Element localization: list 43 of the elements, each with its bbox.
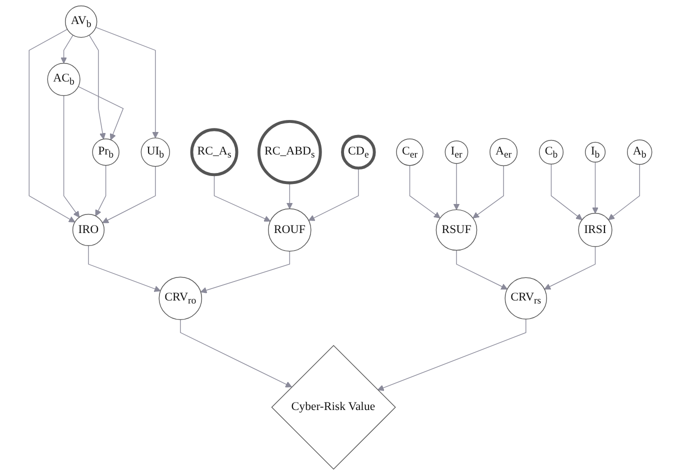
node-circle: Pr$_{b}$ — [92, 138, 120, 166]
arrow — [95, 165, 106, 216]
node-circle: RC_A$_{s}$ — [190, 128, 238, 176]
arrow — [95, 26, 159, 138]
node-circle: CD$_{e}$ — [341, 134, 376, 170]
arrow — [550, 164, 582, 220]
arrow — [180, 319, 292, 388]
arrow — [88, 245, 161, 292]
arrow — [308, 168, 359, 221]
node-circle: ROUF — [268, 208, 312, 252]
arrow — [102, 166, 156, 224]
node-circle: CRV$_{ro}$ — [158, 276, 202, 320]
node-circle: RSUF — [436, 209, 478, 251]
arrow — [28, 28, 76, 222]
arrow — [377, 318, 526, 391]
arrow — [78, 86, 124, 140]
node-circle: A$_{er}$ — [490, 138, 518, 166]
node-circle: I$_{er}$ — [444, 140, 468, 164]
arrow — [472, 165, 504, 218]
arrow — [453, 163, 460, 210]
arrow — [88, 34, 106, 140]
node-circle: IRO — [72, 214, 105, 246]
node-circle: A$_{b}$ — [626, 140, 652, 165]
node-circle: UI$_{b}$ — [140, 138, 170, 167]
node-circle: C$_{er}$ — [396, 138, 424, 166]
node-circle: I$_{b}$ — [584, 142, 606, 162]
node-circle: CRV$_{rs}$ — [504, 277, 547, 320]
node-circle: IRSI — [578, 212, 612, 248]
node-circle: RC_ABD$_{s}$ — [257, 120, 322, 184]
node-circle: C$_{b}$ — [538, 140, 564, 164]
arrow — [409, 165, 440, 218]
arrow — [63, 95, 80, 218]
arrow — [544, 246, 596, 290]
arrow — [456, 250, 508, 290]
arrow — [608, 164, 640, 220]
arrow — [60, 34, 74, 64]
arrow — [214, 174, 271, 222]
arrow — [592, 162, 598, 214]
node-circle: AC$_{b}$ — [47, 62, 80, 96]
node-circle: AV$_{b}$ — [64, 6, 98, 38]
node-diamond: Cyber-Risk Value — [271, 344, 396, 470]
arrow — [286, 182, 293, 209]
arrow — [200, 250, 290, 294]
